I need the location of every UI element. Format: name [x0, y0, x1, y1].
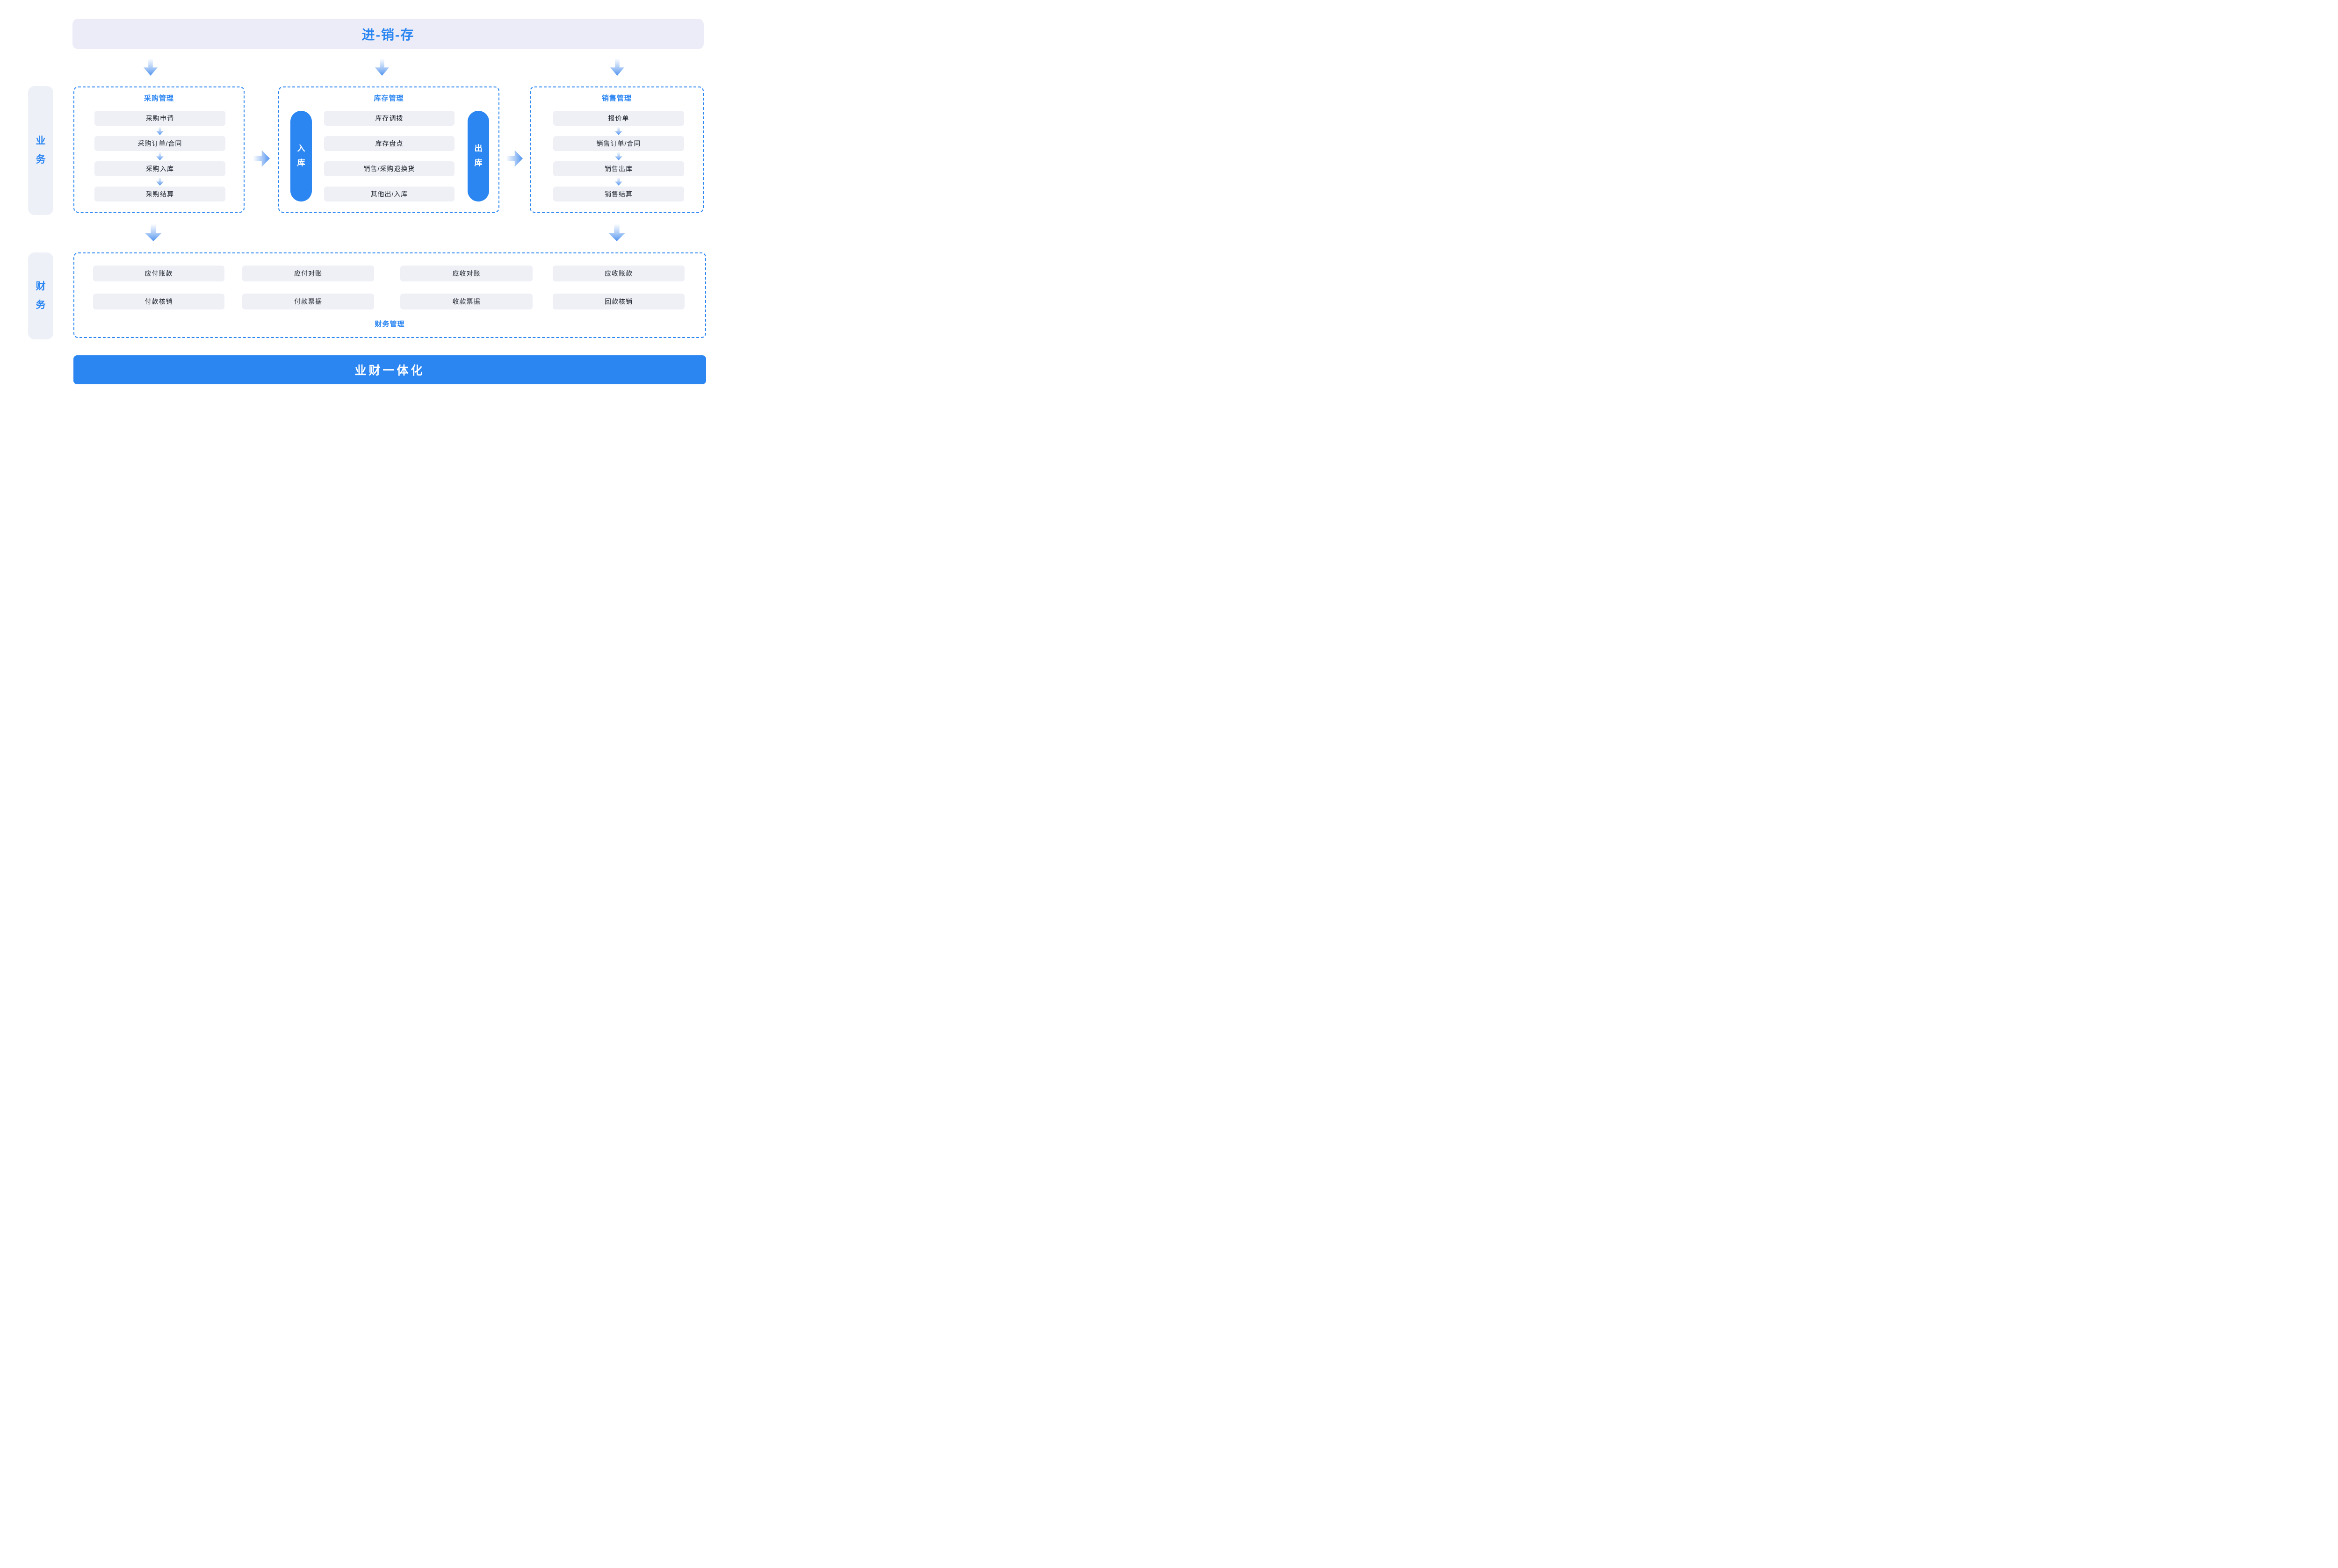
inventory-chip-4: 其他出/入库 — [324, 187, 455, 201]
side-label-finance: 财务 — [28, 252, 53, 339]
finance-box-title: 财务管理 — [375, 320, 405, 328]
sales-chip-4: 销售结算 — [553, 187, 684, 201]
box-title: 库存管理 — [374, 94, 404, 102]
side-label-finance-text: 财务 — [36, 281, 46, 310]
down-arrow — [144, 58, 158, 76]
sales-chip-3: 销售出库 — [553, 161, 684, 176]
finance-chip-receipt-notes: 收款票据 — [400, 294, 533, 309]
sales-management-box: 销售管理 报价单 销售订单/合同 销售出库 销售结算 — [530, 86, 704, 213]
outbound-pill: 出库 — [468, 111, 489, 201]
down-arrow-small — [615, 152, 622, 160]
purchase-management-box: 采购管理 采购申请 采购订单/合同 采购入库 采购结算 — [73, 86, 245, 213]
finance-chip-receivable: 应收账款 — [553, 266, 685, 281]
purchase-chip-4: 采购结算 — [94, 187, 225, 201]
down-arrow-small — [156, 152, 164, 160]
finance-chip-payment-writeoff: 付款核销 — [93, 294, 224, 309]
inventory-chip-1: 库存调拨 — [324, 111, 455, 126]
down-arrow — [610, 58, 624, 76]
box-title: 销售管理 — [601, 94, 632, 102]
purchase-chip-1: 采购申请 — [94, 111, 225, 126]
finance-chip-payable: 应付账款 — [93, 266, 224, 281]
inventory-chip-3: 销售/采购退换货 — [324, 161, 455, 176]
down-arrow-small — [156, 177, 164, 186]
box-title: 采购管理 — [144, 94, 174, 102]
side-label-business-text: 业务 — [36, 136, 46, 165]
finance-chip-receivable-recon: 应收对账 — [400, 266, 533, 281]
down-arrow — [375, 58, 389, 76]
finance-chip-payable-recon: 应付对账 — [242, 266, 374, 281]
sales-chip-2: 销售订单/合同 — [553, 136, 684, 151]
side-label-business: 业务 — [28, 86, 53, 215]
bottom-banner: 业财一体化 — [73, 355, 706, 384]
down-arrow — [608, 224, 625, 241]
inventory-chip-2: 库存盘点 — [324, 136, 455, 151]
inbound-pill: 入库 — [290, 111, 312, 201]
down-arrow — [145, 224, 162, 241]
top-banner-title: 进-销-存 — [361, 27, 415, 42]
top-banner: 进-销-存 — [72, 19, 704, 49]
inbound-pill-text: 入库 — [297, 144, 305, 167]
bottom-banner-title: 业财一体化 — [354, 364, 425, 377]
finance-management-box: 应付账款 付款核销 应付对账 付款票据 应收对账 收款票据 应收账款 回款核销 … — [73, 252, 706, 338]
purchase-chip-3: 采购入库 — [94, 161, 225, 176]
outbound-pill-text: 出库 — [474, 144, 483, 167]
right-arrow — [253, 150, 270, 167]
down-arrow-small — [615, 177, 622, 186]
purchase-chip-2: 采购订单/合同 — [94, 136, 225, 151]
sales-chip-1: 报价单 — [553, 111, 684, 126]
finance-chip-collection-writeoff: 回款核销 — [553, 294, 685, 309]
jinxiaocun-flow-diagram: 进-销-存 业务 采购管理 采购申请 采购订单/合同 采购入库 采购结算 库存管… — [0, 0, 733, 415]
down-arrow-small — [615, 127, 622, 135]
right-arrow — [506, 150, 523, 167]
finance-chip-payment-notes: 付款票据 — [242, 294, 374, 309]
down-arrow-small — [156, 127, 164, 135]
inventory-management-box: 库存管理 入库 库存调拨 库存盘点 销售/采购退换货 其他出/入库 出库 — [278, 86, 499, 213]
